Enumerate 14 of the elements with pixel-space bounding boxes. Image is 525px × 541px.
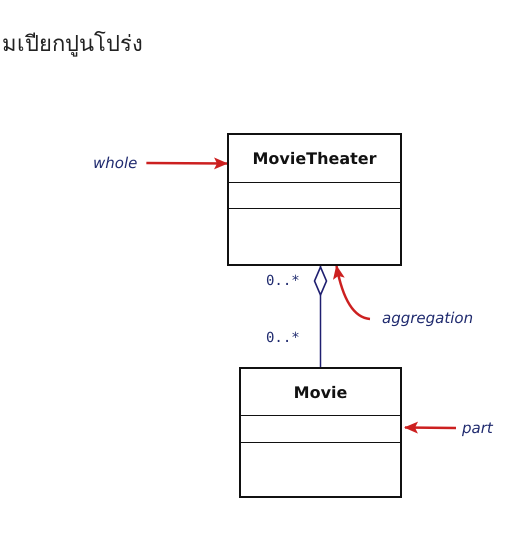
multiplicity-label: 0..* [266, 273, 300, 289]
annotation-label: aggregation [382, 309, 474, 327]
heading-text: มเปียกปูนโปร่ง [2, 30, 143, 59]
leader-arrow [404, 422, 456, 434]
class-box [227, 133, 402, 266]
class-name: Movie [294, 382, 348, 402]
aggregation-connector [314, 266, 328, 367]
leader-arrow [333, 265, 370, 320]
annotation-label: whole [93, 154, 138, 172]
multiplicity-label: 0..* [266, 330, 300, 346]
annotation-label: part [462, 419, 493, 437]
class-name: MovieTheater [252, 149, 377, 168]
class-box [239, 367, 402, 498]
leader-arrow [146, 157, 228, 170]
